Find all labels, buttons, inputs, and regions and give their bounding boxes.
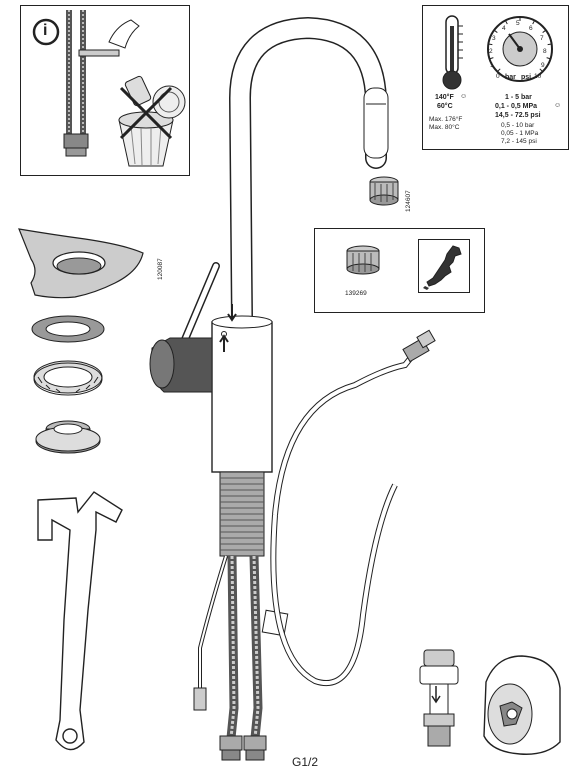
- valve-insert-part: [419, 649, 459, 747]
- mounting-nut-part: [35, 420, 101, 454]
- temp-max-f: Max. 176°F: [429, 116, 463, 123]
- pressure-max-mpa: 0,05 - 1 MPa: [501, 130, 539, 137]
- gauge-unit-bar: bar: [505, 74, 516, 81]
- gauge-tick-mark: [532, 20, 535, 25]
- gauge-tick-0: 0: [496, 73, 500, 80]
- serrated-ring-part: [33, 360, 103, 396]
- aerator-alt-code: 139269: [345, 290, 367, 297]
- gauge-tick-9: 9: [541, 62, 545, 69]
- gauge-tick-mark: [546, 57, 551, 60]
- aerator-part: [369, 176, 399, 206]
- smiley-icon: ☺: [460, 93, 468, 100]
- gauge-tick-7: 7: [540, 35, 544, 42]
- pressure-psi: 14,5 - 72.5 psi: [495, 112, 541, 119]
- gauge-tick-4: 4: [502, 25, 506, 32]
- gauge-unit-psi: psi: [521, 74, 532, 81]
- aerator-alt-panel: 139269: [314, 228, 485, 313]
- gauge-tick-2: 2: [489, 48, 493, 55]
- faucet-illustration: [149, 16, 389, 761]
- gauge-tick-5: 5: [516, 20, 520, 27]
- info-icon: i: [43, 22, 48, 39]
- temp-max-c: Max. 80°C: [429, 124, 460, 131]
- japan-map-panel: [418, 239, 470, 293]
- handle-cap-part: [483, 655, 561, 755]
- page-label: G1/2: [292, 755, 319, 769]
- gauge-tick-mark: [539, 68, 543, 72]
- gauge-tick-mark: [505, 20, 508, 25]
- gauge-tick-mark: [542, 29, 547, 33]
- gauge-tick-mark: [493, 29, 498, 33]
- base-plate-part: [18, 228, 144, 299]
- pressure-bar: 1 - 5 bar: [505, 94, 532, 101]
- gauge-tick-8: 8: [543, 48, 547, 55]
- rubber-gasket-part: [31, 315, 105, 343]
- spec-panel: 0 1 2 3 4 5 6 7 8 9 10 bar psi 140°F ☺ 6…: [422, 5, 569, 150]
- pressure-gauge-icon: [487, 16, 553, 82]
- info-panel-illustration: [32, 10, 186, 167]
- gauge-tick-mark: [547, 43, 552, 46]
- japan-map-icon: [423, 245, 462, 290]
- temp-c: 60°C: [437, 103, 453, 110]
- pressure-max-psi: 7,2 - 145 psi: [501, 138, 537, 145]
- gauge-tick-6: 6: [529, 25, 533, 32]
- gauge-tick-mark: [489, 57, 494, 60]
- pressure-max-bar: 0,5 - 10 bar: [501, 122, 535, 129]
- gauge-tick-3: 3: [492, 35, 496, 42]
- gauge-tick-10: 10: [534, 73, 542, 80]
- thermometer-icon: [442, 15, 463, 90]
- pullout-hose: [270, 329, 436, 686]
- smiley-icon: ☺: [554, 102, 562, 109]
- aerator-part-code: 124607: [405, 190, 412, 212]
- aerator-alt-part: [346, 245, 380, 275]
- gauge-tick-mark: [488, 43, 493, 46]
- gauge-tick-1: 1: [490, 62, 494, 69]
- pressure-mpa: 0,1 - 0,5 MPa: [495, 103, 538, 110]
- wrench-tool: [37, 491, 123, 751]
- gauge-tick-mark: [497, 68, 501, 72]
- info-panel: i: [20, 5, 190, 176]
- temp-f: 140°F: [435, 94, 454, 101]
